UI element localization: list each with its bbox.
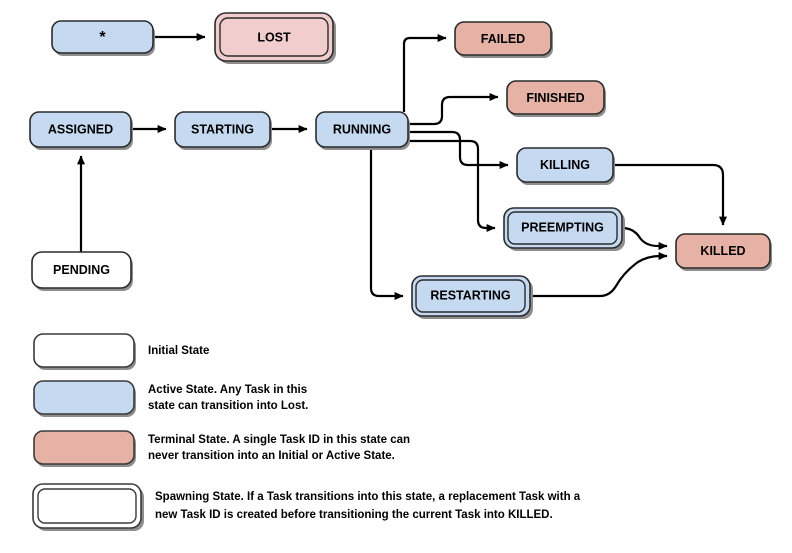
node-finished-box <box>506 80 605 115</box>
node-starting-label: STARTING <box>191 122 254 136</box>
edge-running-to-restarting <box>369 147 404 300</box>
edge-running-to-finished <box>408 93 499 126</box>
legend-label-spawning-line-2: new Task ID is created before transition… <box>155 509 553 521</box>
node-any-box <box>51 20 154 54</box>
edge-preempting-to-killed <box>621 226 668 250</box>
node-preempting-label: PREEMPTING <box>521 220 604 234</box>
node-killing-box <box>516 147 614 183</box>
edge-running-to-killing <box>408 130 509 169</box>
nodes-layer: * LOST FAILED FINISHED <box>29 12 772 319</box>
node-killed[interactable]: KILLED <box>675 233 772 271</box>
node-starting[interactable]: STARTING <box>174 111 272 150</box>
node-pending[interactable]: PENDING <box>31 251 133 291</box>
legend-label-active-line-2: state can transition into Lost. <box>148 400 308 412</box>
node-assigned-label: ASSIGNED <box>48 122 113 136</box>
edge-running-to-preempting <box>408 139 496 232</box>
node-preempting-box-inner <box>507 211 618 245</box>
node-failed-box <box>454 21 552 56</box>
edge-restarting-to-killed <box>530 252 668 298</box>
node-running[interactable]: RUNNING <box>315 111 410 150</box>
node-failed[interactable]: FAILED <box>454 21 553 58</box>
node-pending-label: PENDING <box>53 263 110 277</box>
legend-item-terminal: Terminal State. A single Task ID in this… <box>33 430 410 467</box>
edge-running-to-failed <box>402 34 447 112</box>
node-pending-box <box>31 251 132 289</box>
legend-item-initial: Initial State <box>33 333 209 370</box>
legend-label-terminal-line-2: never transition into an Initial or Acti… <box>148 450 395 462</box>
legend-swatch-active <box>33 380 135 415</box>
node-killing-label: KILLING <box>540 158 590 172</box>
node-killed-box <box>675 233 771 269</box>
node-restarting-box-inner <box>415 279 526 313</box>
node-killed-label: KILLED <box>700 244 745 258</box>
node-running-box <box>315 111 409 148</box>
legend-item-active: Active State. Any Task in this state can… <box>33 380 308 417</box>
legend-item-spawning: Spawning State. If a Task transitions in… <box>32 483 581 531</box>
edges-layer <box>77 33 727 300</box>
node-lost-label: LOST <box>257 30 291 44</box>
legend-swatch-spawning-inner <box>37 488 137 524</box>
node-restarting[interactable]: RESTARTING <box>411 275 533 319</box>
node-starting-box <box>174 111 271 148</box>
node-finished[interactable]: FINISHED <box>506 80 606 117</box>
node-any[interactable]: * <box>51 20 155 56</box>
legend-swatch-terminal <box>33 430 135 465</box>
node-failed-label: FAILED <box>481 32 525 46</box>
node-any-label: * <box>99 29 106 46</box>
legend-label-terminal-line-1: Terminal State. A single Task ID in this… <box>148 434 410 446</box>
node-killing[interactable]: KILLING <box>516 147 615 185</box>
node-preempting[interactable]: PREEMPTING <box>503 207 625 251</box>
node-finished-label: FINISHED <box>526 91 584 105</box>
node-lost-box-inner <box>219 17 329 57</box>
node-restarting-label: RESTARTING <box>430 288 510 302</box>
legend-label-spawning-line-1: Spawning State. If a Task transitions in… <box>155 491 581 503</box>
legend-swatch-initial <box>33 333 135 368</box>
node-assigned-box <box>29 111 132 148</box>
legend-label-active-line-1: Active State. Any Task in this <box>148 384 307 396</box>
legend-label-initial-line-1: Initial State <box>148 345 209 357</box>
node-running-label: RUNNING <box>333 122 391 136</box>
edge-killing-to-killed <box>613 163 727 226</box>
node-lost[interactable]: LOST <box>214 12 336 64</box>
legend: Initial State Active State. Any Task in … <box>32 333 581 531</box>
node-assigned[interactable]: ASSIGNED <box>29 111 133 150</box>
